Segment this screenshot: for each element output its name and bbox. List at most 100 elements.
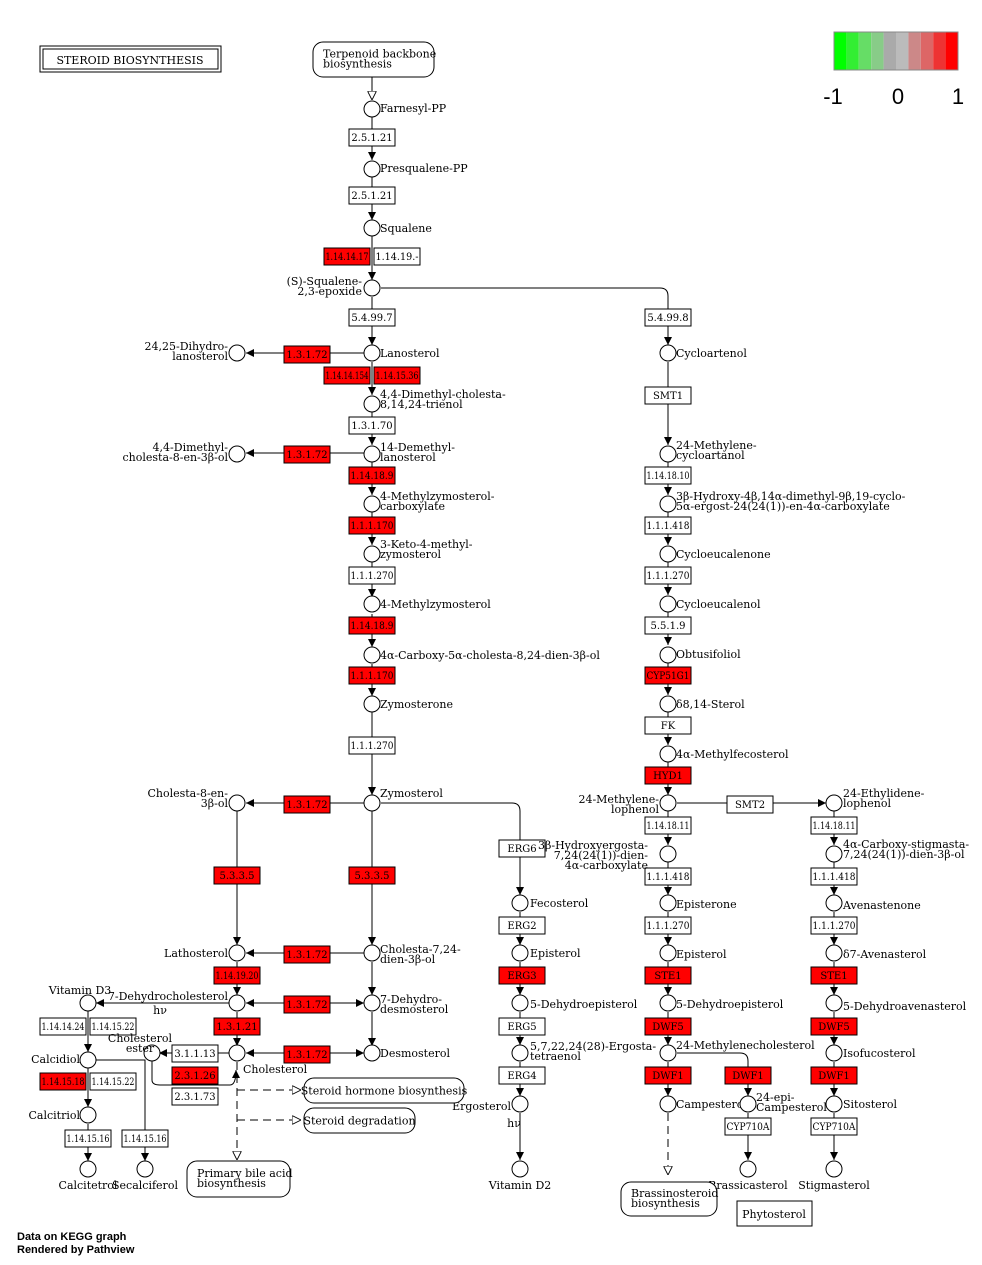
compound-c32[interactable]: Lathosterol	[164, 944, 246, 962]
compound-c48[interactable]: 24-Methylenecholesterol	[659, 1039, 815, 1062]
enzyme-e19[interactable]: 1.14.18.10	[644, 466, 692, 485]
enzyme-e28[interactable]: 5.3.3.5	[348, 866, 396, 885]
compound-node[interactable]	[79, 1106, 97, 1124]
compound-c2[interactable]: Presqualene-PP	[363, 160, 468, 178]
enzyme-e52[interactable]: 1.14.15.18	[39, 1072, 87, 1091]
compound-node[interactable]	[825, 1160, 843, 1178]
compound-c12[interactable]: 4-Methylzymosterol-carboxylate	[363, 490, 495, 513]
compound-node[interactable]	[143, 1044, 161, 1062]
compound-node[interactable]	[363, 219, 381, 237]
enzyme-e12[interactable]: 1.14.18.9	[348, 466, 396, 485]
enzyme-e9[interactable]: 1.14.15.36	[373, 366, 421, 385]
compound-c54[interactable]: Sitosterol	[825, 1095, 898, 1113]
enzyme-e43[interactable]: 1.3.1.72	[283, 995, 331, 1014]
compound-node[interactable]	[363, 445, 381, 463]
compound-c57[interactable]: Vitamin D2	[488, 1160, 552, 1192]
compound-c45[interactable]: Cholesterol	[228, 1044, 308, 1076]
enzyme-e10[interactable]: 1.3.1.70	[348, 416, 396, 435]
compound-c5[interactable]: 24,25-Dihydro-lanosterol	[145, 340, 246, 363]
enzyme-e57[interactable]: DWF1	[724, 1066, 772, 1085]
compound-c28[interactable]: 4α-Carboxy-stigmasta-7,24(24(1))-dien-3β…	[825, 838, 969, 863]
compound-c25[interactable]: 24-Methylene-lophenol	[578, 793, 677, 816]
enzyme-e27[interactable]: 5.3.3.5	[213, 866, 261, 885]
enzyme-e54[interactable]: 2.3.1.26	[171, 1066, 219, 1085]
compound-c38[interactable]: 7-Dehydrocholesterol	[108, 990, 246, 1012]
compound-c59[interactable]: Stigmasterol	[798, 1160, 870, 1192]
enzyme-e24[interactable]: FK	[644, 716, 692, 735]
compound-c55[interactable]: Calcitetrol	[59, 1160, 118, 1192]
map-link-m3[interactable]: Steroid degradation	[303, 1107, 416, 1134]
map-link-m2[interactable]: Steroid hormone biosynthesis	[301, 1077, 468, 1104]
compound-node[interactable]	[136, 1160, 154, 1178]
compound-node[interactable]	[363, 495, 381, 513]
compound-node[interactable]	[363, 646, 381, 664]
compound-c33[interactable]: Cholesta-7,24-dien-3β-ol	[363, 943, 461, 966]
compound-node[interactable]	[363, 545, 381, 563]
enzyme-e59[interactable]: 2.3.1.73	[171, 1087, 219, 1106]
enzyme-e17[interactable]: 1.1.1.270	[348, 736, 396, 755]
compound-c17[interactable]: Cycloeucalenol	[659, 595, 761, 613]
compound-node[interactable]	[511, 1044, 529, 1062]
enzyme-e50[interactable]: 3.1.1.13	[171, 1044, 219, 1063]
enzyme-e32[interactable]: 1.14.18.11	[810, 816, 858, 835]
compound-node[interactable]	[511, 1160, 529, 1178]
enzyme-e45[interactable]: 1.14.15.22	[89, 1017, 137, 1036]
enzyme-e35[interactable]: ERG2	[498, 916, 546, 935]
compound-c41[interactable]: 5-Dehydroepisterol	[659, 994, 784, 1012]
compound-c37[interactable]: Vitamin D3	[48, 984, 112, 1012]
compound-node[interactable]	[825, 845, 843, 863]
compound-c20[interactable]: Zymosterone	[363, 695, 453, 713]
enzyme-e55[interactable]: ERG4	[498, 1066, 546, 1085]
compound-c51[interactable]: Ergosterol	[452, 1095, 529, 1113]
compound-c40[interactable]: 5-Dehydroepisterol	[511, 994, 638, 1012]
enzyme-e26[interactable]: 1.3.1.72	[283, 795, 331, 814]
enzyme-e34[interactable]: 1.1.1.418	[810, 867, 858, 886]
compound-node[interactable]	[659, 646, 677, 664]
compound-node[interactable]	[659, 1095, 677, 1113]
enzyme-e41[interactable]: STE1	[644, 966, 692, 985]
enzyme-e44[interactable]: 1.14.14.24	[39, 1017, 87, 1036]
compound-c47[interactable]: 5,7,22,24(28)-Ergosta-tetraenol	[511, 1040, 656, 1063]
compound-node[interactable]	[363, 994, 381, 1012]
compound-node[interactable]	[363, 344, 381, 362]
enzyme-e48[interactable]: DWF5	[644, 1017, 692, 1036]
compound-c31[interactable]: Avenastenone	[825, 894, 921, 912]
enzyme-e60[interactable]: CYP710A	[724, 1117, 772, 1136]
compound-c36[interactable]: δ7-Avenasterol	[825, 944, 927, 962]
compound-node[interactable]	[363, 1044, 381, 1062]
enzyme-e22[interactable]: 5.5.1.9	[644, 616, 692, 635]
compound-c6[interactable]: Lanosterol	[363, 344, 440, 362]
enzyme-e21[interactable]: 1.1.1.270	[644, 566, 692, 585]
compound-c16[interactable]: 4-Methylzymosterol	[363, 595, 491, 613]
enzyme-e1[interactable]: 2.5.1.21	[348, 128, 396, 147]
compound-c52[interactable]: Campesterol	[659, 1095, 747, 1113]
compound-node[interactable]	[363, 794, 381, 812]
compound-node[interactable]	[825, 1095, 843, 1113]
compound-node[interactable]	[659, 445, 677, 463]
compound-node[interactable]	[363, 160, 381, 178]
enzyme-e18[interactable]: SMT1	[644, 386, 692, 405]
compound-c30[interactable]: Episterone	[659, 894, 737, 912]
enzyme-e38[interactable]: 1.3.1.72	[283, 945, 331, 964]
compound-c26[interactable]: 24-Ethylidene-lophenol	[825, 787, 925, 812]
compound-node[interactable]	[659, 944, 677, 962]
compound-node[interactable]	[825, 994, 843, 1012]
enzyme-e39[interactable]: 1.14.19.20	[213, 966, 261, 985]
compound-c10[interactable]: 14-Demethyl-lanosterol	[363, 441, 455, 464]
compound-c4[interactable]: (S)-Squalene-2,3-epoxide	[287, 275, 381, 298]
compound-c22[interactable]: 4α-Methylfecosterol	[659, 745, 789, 763]
enzyme-e4[interactable]: 1.14.19.-	[373, 247, 421, 266]
compound-c13[interactable]: 3β-Hydroxy-4β,14α-dimethyl-9β,19-cyclo-5…	[659, 490, 906, 513]
enzyme-e63[interactable]: 1.14.15.16	[121, 1129, 169, 1148]
compound-node[interactable]	[363, 695, 381, 713]
compound-node[interactable]	[228, 994, 246, 1012]
enzyme-e49[interactable]: DWF5	[810, 1017, 858, 1036]
compound-c18[interactable]: 4α-Carboxy-5α-cholesta-8,24-dien-3β-ol	[363, 646, 600, 664]
compound-node[interactable]	[228, 1044, 246, 1062]
compound-node[interactable]	[363, 100, 381, 118]
compound-c1[interactable]: Farnesyl-PP	[363, 100, 447, 118]
compound-node[interactable]	[659, 344, 677, 362]
